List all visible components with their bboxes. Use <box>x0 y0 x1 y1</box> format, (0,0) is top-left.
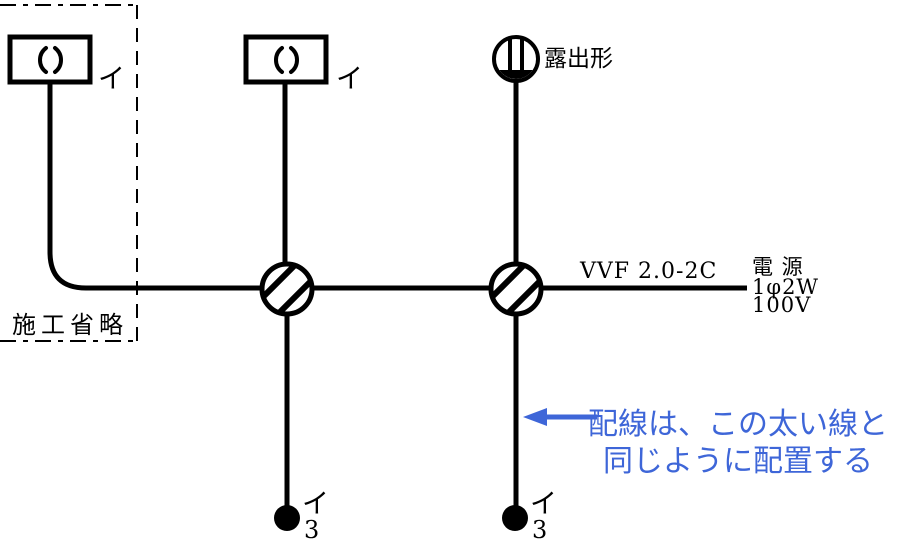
switch-2-dot-icon <box>502 505 528 531</box>
junction-box-2-hatch <box>493 266 539 312</box>
power-phase: 1φ2W <box>752 275 819 299</box>
fluorescent-2-paren-left <box>274 46 284 74</box>
cable-spec-label: VVF 2.0-2C <box>579 259 717 284</box>
power-source-label: 電 源 1φ2W 100V <box>752 255 819 317</box>
annotation-arrow-head-icon <box>523 408 547 426</box>
fluorescent-2-paren-right <box>289 46 299 74</box>
rosette-filled-segment <box>496 70 536 79</box>
wiring <box>47 80 747 507</box>
fluorescent-1-paren-left <box>38 46 48 74</box>
junction-box-1 <box>259 261 315 317</box>
annotation-line-1: 配線は、この太い線と <box>588 407 888 442</box>
junction-box-2-circle <box>488 261 544 317</box>
omission-boundary: 施工省略 <box>0 4 138 342</box>
fluorescent-2-box-icon <box>243 34 329 85</box>
wire-light1-to-main <box>47 84 87 291</box>
switch-1-ways: 3 <box>304 516 319 540</box>
ceiling-rosette-exposed: 露出形 <box>492 35 613 83</box>
fluorescent-light-2: イ <box>243 34 363 95</box>
light2-circuit-mark: イ <box>336 64 363 95</box>
power-voltage: 100V <box>752 293 811 317</box>
switch-2-circuit-mark: イ <box>530 489 557 520</box>
fluorescent-light-1: イ <box>7 34 125 95</box>
switch-1-three-way: イ 3 <box>274 489 329 540</box>
switch-2-ways: 3 <box>532 516 547 540</box>
wiring-annotation: 配線は、この太い線と 同じように配置する <box>523 407 888 479</box>
switch-1-dot-icon <box>274 505 300 531</box>
rosette-type-label: 露出形 <box>544 46 613 72</box>
power-title: 電 源 <box>752 255 804 279</box>
omission-label: 施工省略 <box>12 311 128 339</box>
light1-circuit-mark: イ <box>98 64 125 95</box>
fluorescent-1-box-icon <box>7 34 93 85</box>
switch-1-circuit-mark: イ <box>302 489 329 520</box>
junction-box-1-circle <box>259 261 315 317</box>
junction-box-1-hatch <box>264 266 310 312</box>
annotation-line-2: 同じように配置する <box>603 444 873 479</box>
junction-box-2 <box>488 261 544 317</box>
switch-2-three-way: イ 3 <box>502 489 557 540</box>
fluorescent-1-paren-right <box>53 46 63 74</box>
